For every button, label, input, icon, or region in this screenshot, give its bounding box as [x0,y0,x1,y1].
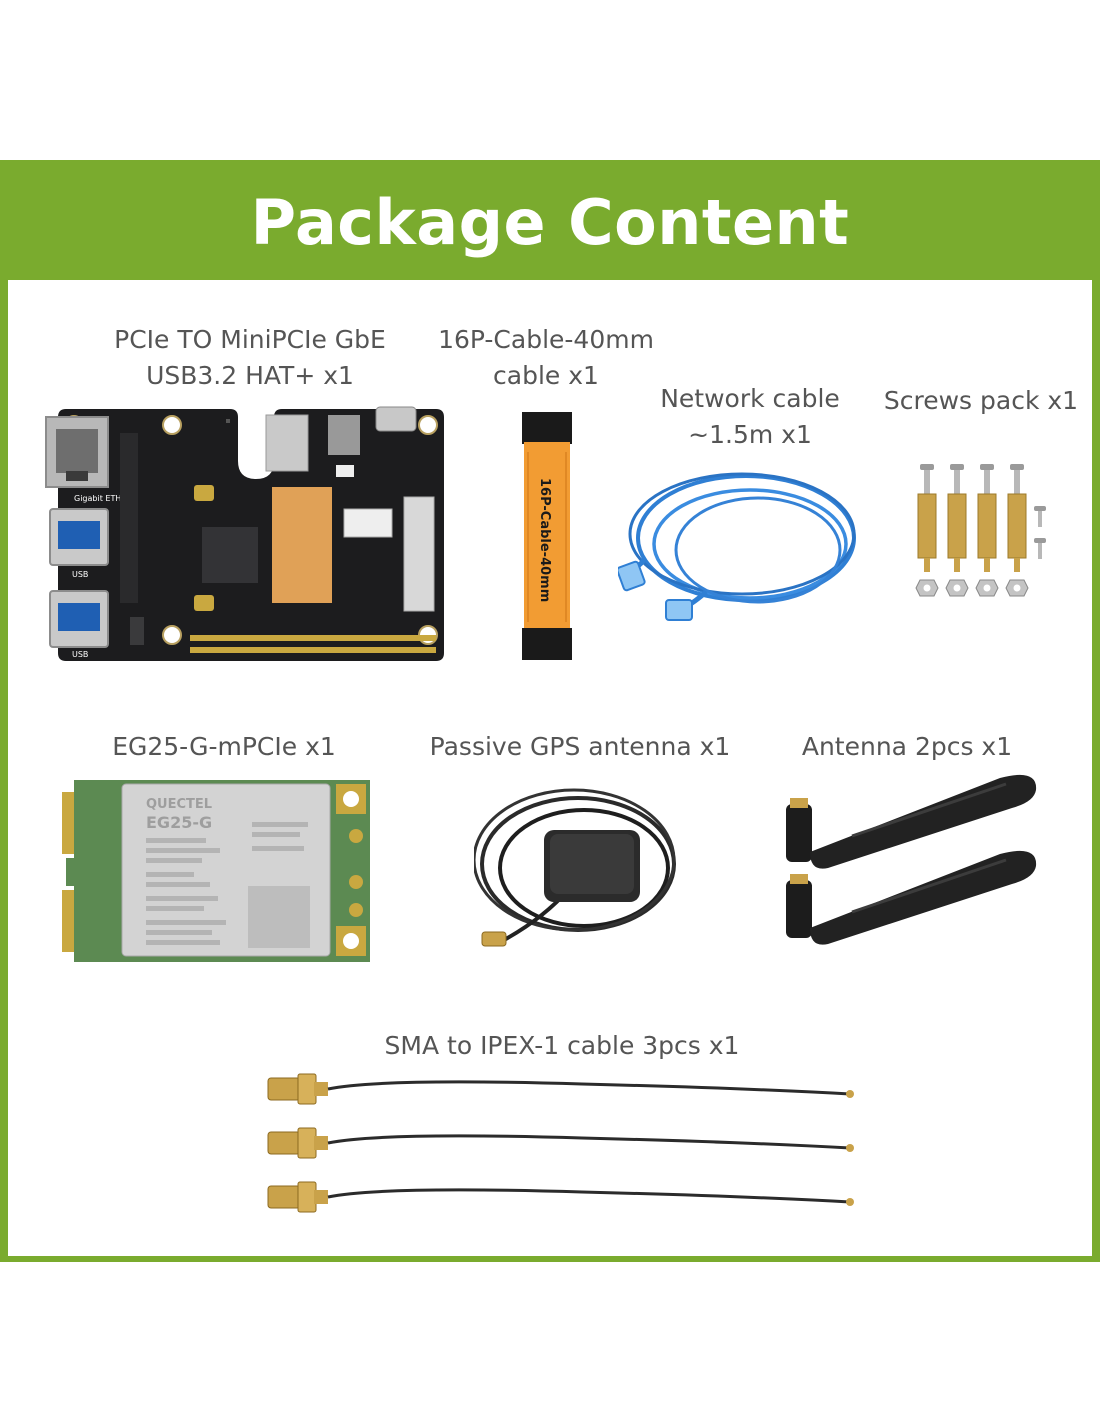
flex-cable-icon: 16P-Cable-40mm [522,412,572,660]
label-network-cable-line1: Network cable [660,384,840,413]
gps-antenna-icon [474,788,676,947]
label-network-cable: Network cable ~1.5m x1 [645,381,855,453]
screws-pack-icon [915,464,1046,597]
label-screws-pack-line1: Screws pack x1 [883,386,1079,415]
label-sma-ipex-cable-line1: SMA to IPEX-1 cable 3pcs x1 [384,1031,740,1060]
label-mpcie-module: EG25-G-mPCIe x1 [94,729,354,765]
label-gps-antenna-line1: Passive GPS antenna x1 [429,732,731,761]
lte-antenna-icon [786,774,1037,945]
label-hat-board-line2: USB3.2 HAT+ x1 [146,361,354,390]
label-screws-pack: Screws pack x1 [878,383,1084,419]
mpcie-module-icon: QUECTEL EG25-G [62,780,370,962]
label-lte-antenna: Antenna 2pcs x1 [790,729,1024,765]
label-sma-ipex-cable: SMA to IPEX-1 cable 3pcs x1 [370,1028,754,1064]
label-gps-antenna: Passive GPS antenna x1 [420,729,740,765]
board-usb-label-2: USB [72,650,88,659]
label-hat-board-line1: PCIe TO MiniPCIe GbE [114,325,386,354]
pcb-hat-board-icon: Gigabit ETH USB USB [45,406,444,661]
sma-ipex-cable-icon [267,1073,854,1213]
board-eth-label: Gigabit ETH [74,494,121,503]
label-flex-cable-line2: cable x1 [493,361,599,390]
label-lte-antenna-line1: Antenna 2pcs x1 [801,732,1013,761]
label-hat-board: PCIe TO MiniPCIe GbE USB3.2 HAT+ x1 [90,322,410,394]
module-print: EG25-G [146,813,212,832]
label-network-cable-line2: ~1.5m x1 [688,420,812,449]
board-usb-label-1: USB [72,570,88,579]
page-title: Package Content [250,186,850,259]
label-mpcie-module-line1: EG25-G-mPCIe x1 [112,732,336,761]
label-flex-cable-line1: 16P-Cable-40mm [438,325,654,354]
flex-cable-print: 16P-Cable-40mm [537,478,552,602]
label-flex-cable: 16P-Cable-40mm cable x1 [430,322,662,394]
network-cable-icon [618,472,856,621]
svg-text:QUECTEL: QUECTEL [146,797,212,812]
